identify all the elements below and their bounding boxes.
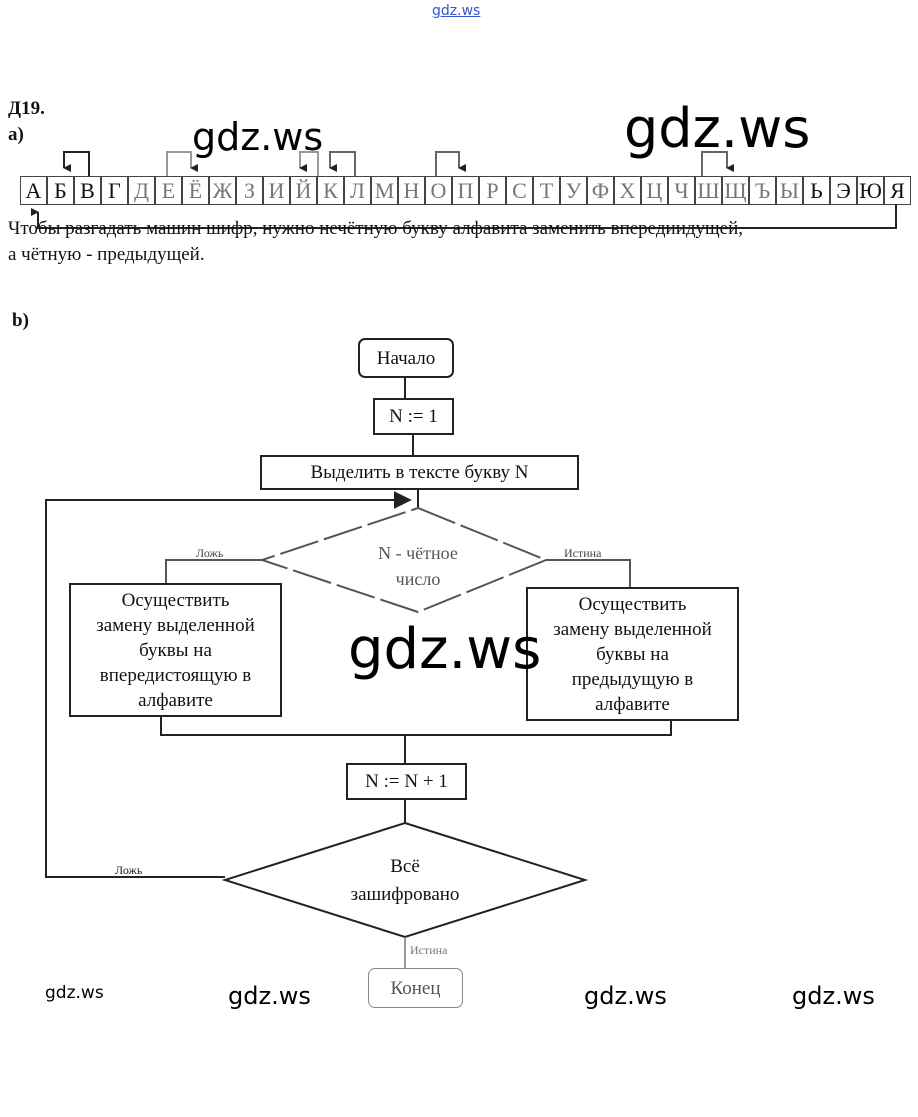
alphabet-cell: Ъ (749, 176, 776, 205)
part-b-label: b) (12, 310, 29, 331)
alphabet-cell: Э (830, 176, 857, 205)
alphabet-cell: Ш (695, 176, 722, 205)
increment-process: N := N + 1 (346, 763, 467, 800)
explanation-line-2: а чётную - предыдущей. (8, 244, 205, 265)
alphabet-cell: М (371, 176, 398, 205)
alphabet-cell: Ь (803, 176, 830, 205)
text-line: алфавите (138, 689, 213, 711)
true-branch-label: Истина (564, 546, 602, 560)
alphabet-cell: У (560, 176, 587, 205)
false-branch-label: Ложь (196, 546, 224, 560)
part-a-label: a) (8, 124, 24, 145)
alphabet-cell: Л (344, 176, 371, 205)
watermark: gdz.ws (348, 617, 542, 682)
even-condition-text: N - чётное число (318, 540, 518, 592)
alphabet-cell: Ф (587, 176, 614, 205)
alphabet-cell: Ц (641, 176, 668, 205)
text-line: замену выделенной (553, 618, 712, 640)
alphabet-cell: З (236, 176, 263, 205)
start-terminal: Начало (358, 338, 454, 378)
done-condition-line-1: Всё (390, 856, 420, 877)
alphabet-cell: Р (479, 176, 506, 205)
next-letter-process: Осуществить замену выделенной буквы на в… (69, 583, 282, 717)
done-condition-text: Всё зашифровано (305, 853, 505, 909)
previous-letter-process: Осуществить замену выделенной буквы на п… (526, 587, 739, 721)
alphabet-cell: Ё (182, 176, 209, 205)
end-terminal: Конец (368, 968, 463, 1008)
alphabet-cell: Й (290, 176, 317, 205)
text-line: предыдущую в (571, 668, 694, 690)
watermark: gdz.ws (192, 115, 324, 159)
watermark: gdz.ws (584, 982, 667, 1010)
alphabet-cell: Н (398, 176, 425, 205)
alphabet-cell: Х (614, 176, 641, 205)
flowchart-lines (45, 377, 672, 968)
text-line: буквы на (139, 639, 212, 661)
alphabet-cell: Ж (209, 176, 236, 205)
task-number: Д19. (8, 98, 45, 119)
alphabet-cell: А (20, 176, 47, 205)
alphabet-cell: К (317, 176, 344, 205)
loop-false-label: Ложь (115, 863, 143, 877)
even-condition-line-2: число (395, 569, 441, 589)
text-line: алфавите (595, 693, 670, 715)
watermark: gdz.ws (228, 982, 311, 1010)
watermark: gdz.ws (45, 983, 104, 1003)
even-condition-line-1: N - чётное (378, 543, 458, 563)
watermark-link[interactable]: gdz.ws (432, 3, 481, 19)
done-condition-line-2: зашифровано (350, 884, 460, 905)
watermark: gdz.ws (624, 97, 811, 160)
text-line: замену выделенной (96, 614, 255, 636)
alphabet-cell: И (263, 176, 290, 205)
alphabet-cell: П (452, 176, 479, 205)
alphabet-cell: Е (155, 176, 182, 205)
done-true-label: Истина (410, 943, 448, 957)
alphabet-cell: С (506, 176, 533, 205)
alphabet-cell: Щ (722, 176, 749, 205)
watermark: gdz.ws (792, 982, 875, 1010)
alphabet-cell: Я (884, 176, 911, 205)
text-line: впередистоящую в (99, 664, 252, 686)
alphabet-cell: Ч (668, 176, 695, 205)
alphabet-arrows (31, 151, 897, 229)
text-line: Осуществить (121, 589, 230, 611)
alphabet-cell: Ю (857, 176, 884, 205)
explanation-line-1: Чтобы разгадать машин шифр, нужно нечётн… (8, 218, 744, 239)
alphabet-cell: Г (101, 176, 128, 205)
alphabet-cell: Т (533, 176, 560, 205)
text-line: Осуществить (578, 593, 687, 615)
alphabet-cell: О (425, 176, 452, 205)
alphabet-cell: В (74, 176, 101, 205)
alphabet-cell: Ы (776, 176, 803, 205)
alphabet-cell: Б (47, 176, 74, 205)
text-line: буквы на (596, 643, 669, 665)
init-process: N := 1 (373, 398, 454, 435)
alphabet-cell: Д (128, 176, 155, 205)
select-letter-process: Выделить в тексте букву N (260, 455, 579, 490)
